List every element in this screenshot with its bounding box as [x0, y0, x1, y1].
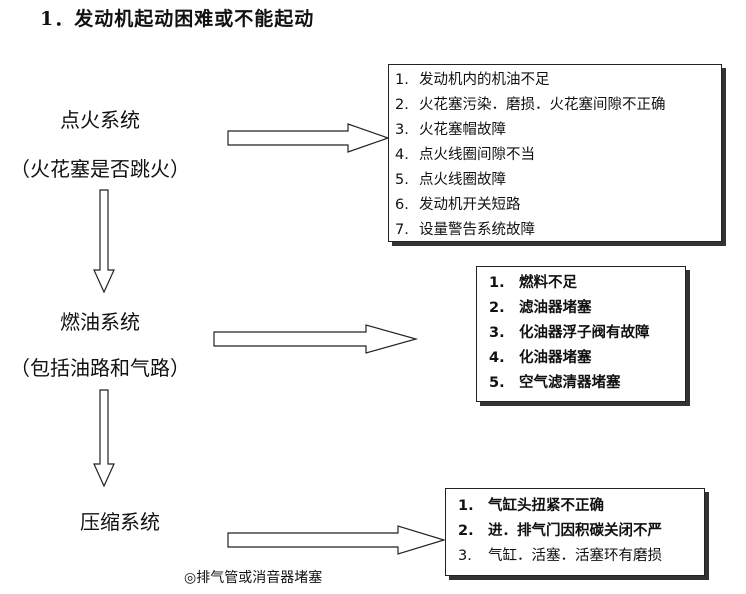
- page-title: 1．发动机起动困难或不能起动: [40, 8, 315, 30]
- list-item: 6.发动机开关短路: [395, 197, 521, 213]
- fuel-system-sublabel: （包括油路和气路）: [10, 356, 190, 380]
- list-item: 7.设量警告系统故障: [395, 222, 535, 238]
- list-item: 1.气缸头扭紧不正确: [458, 498, 604, 514]
- list-item: 1.燃料不足: [489, 275, 577, 291]
- right-arrow-compression: [227, 525, 447, 555]
- exhaust-note: ◎排气管或消音器堵塞: [184, 570, 323, 586]
- list-item: 4.化油器堵塞: [489, 350, 592, 366]
- ignition-system-sublabel: （火花塞是否跳火）: [10, 157, 190, 181]
- list-item: 2.火花塞污染．磨损．火花塞间隙不正确: [395, 97, 666, 113]
- list-item: 3.火花塞帽故障: [395, 122, 506, 138]
- right-arrow-ignition: [227, 123, 390, 153]
- list-item: 2.进．排气门因积碳关闭不严: [458, 523, 662, 539]
- list-item: 5.空气滤清器堵塞: [489, 375, 621, 391]
- list-item: 2.滤油器堵塞: [489, 300, 592, 316]
- list-item: 1.发动机内的机油不足: [395, 72, 550, 88]
- list-item: 3.气缸．活塞．活塞环有磨损: [458, 548, 662, 564]
- fuel-causes-box: 1.燃料不足 2.滤油器堵塞 3.化油器浮子阀有故障 4.化油器堵塞 5.空气滤…: [476, 266, 686, 402]
- ignition-system-label: 点火系统: [60, 108, 140, 132]
- fuel-system-label: 燃油系统: [60, 310, 140, 334]
- list-item: 3.化油器浮子阀有故障: [489, 325, 650, 341]
- list-item: 4.点火线圈间隙不当: [395, 147, 535, 163]
- list-item: 5.点火线圈故障: [395, 172, 506, 188]
- down-arrow-fuel-to-compression: [93, 389, 115, 488]
- compression-causes-box: 1.气缸头扭紧不正确 2.进．排气门因积碳关闭不严 3.气缸．活塞．活塞环有磨损: [445, 488, 705, 576]
- down-arrow-ignition-to-fuel: [93, 189, 115, 294]
- compression-system-label: 压缩系统: [80, 510, 160, 534]
- ignition-causes-box: 1.发动机内的机油不足 2.火花塞污染．磨损．火花塞间隙不正确 3.火花塞帽故障…: [388, 64, 722, 242]
- right-arrow-fuel: [213, 324, 419, 354]
